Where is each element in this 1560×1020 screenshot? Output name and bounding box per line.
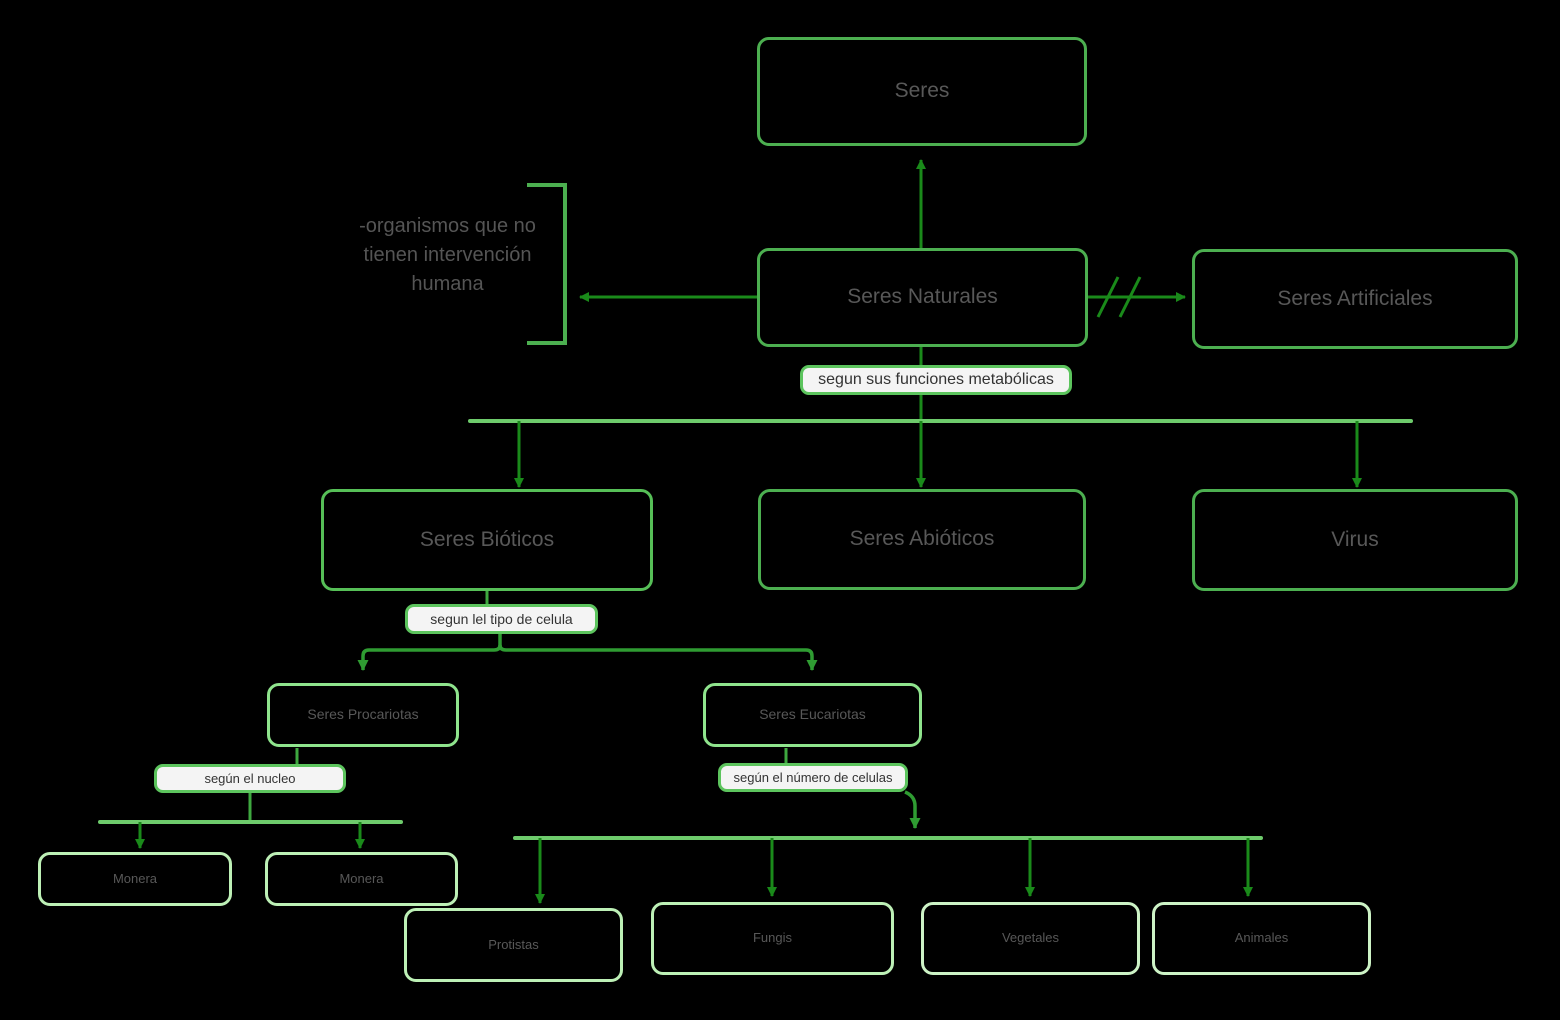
node-seres-naturales[interactable]: Seres Naturales	[757, 248, 1088, 347]
label-numero-de-celulas[interactable]: según el número de celulas	[718, 763, 908, 792]
node-animales[interactable]: Animales	[1152, 902, 1371, 975]
node-seres-bioticos-label: Seres Bióticos	[419, 527, 555, 551]
node-seres-label: Seres	[894, 79, 950, 103]
label-tipo-de-celula-text: segun lel tipo de celula	[430, 611, 573, 627]
bus-eucariotas	[513, 836, 1263, 904]
annotation-bracket	[527, 183, 567, 345]
label-tipo-de-celula[interactable]: segun lel tipo de celula	[405, 604, 598, 634]
node-seres-naturales-label: Seres Naturales	[847, 285, 998, 309]
branch-tipocelula	[357, 633, 818, 671]
node-seres-artificiales[interactable]: Seres Artificiales	[1192, 249, 1518, 349]
annotation-line-1: -organismos que no	[359, 215, 536, 237]
label-funciones-metabolicas[interactable]: segun sus funciones metabólicas	[800, 365, 1072, 395]
node-seres-procariotas-label: Seres Procariotas	[307, 706, 419, 723]
label-numero-de-celulas-text: según el número de celulas	[733, 770, 893, 785]
node-protistas[interactable]: Protistas	[404, 908, 623, 982]
link-naturales-to-artificiales	[1088, 276, 1186, 318]
node-seres-eucariotas-label: Seres Eucariotas	[759, 706, 866, 723]
node-seres-artificiales-label: Seres Artificiales	[1277, 286, 1433, 310]
annotation-text: -organismos que no tienen intervención h…	[340, 212, 555, 299]
node-seres-procariotas[interactable]: Seres Procariotas	[267, 683, 459, 747]
branch-numerocelulas	[904, 790, 921, 829]
node-fungis[interactable]: Fungis	[651, 902, 894, 975]
node-seres-abioticos-label: Seres Abióticos	[849, 527, 995, 551]
label-segun-el-nucleo[interactable]: según el nucleo	[154, 764, 346, 793]
node-vegetales[interactable]: Vegetales	[921, 902, 1140, 975]
node-seres[interactable]: Seres	[757, 37, 1087, 146]
node-seres-eucariotas[interactable]: Seres Eucariotas	[703, 683, 922, 747]
node-animales-label: Animales	[1234, 930, 1289, 946]
node-virus-label: Virus	[1331, 527, 1379, 551]
node-monera-1-label: Monera	[112, 870, 158, 886]
link-procariotas-to-nucleo	[248, 748, 299, 822]
bus-level2	[468, 419, 1413, 488]
label-segun-el-nucleo-text: según el nucleo	[204, 771, 296, 786]
annotation-line-2: tienen intervención	[363, 244, 532, 266]
annotation-line-3: humana	[411, 273, 484, 295]
node-seres-bioticos[interactable]: Seres Bióticos	[321, 489, 653, 591]
node-monera-2[interactable]: Monera	[265, 852, 458, 906]
node-virus[interactable]: Virus	[1192, 489, 1518, 591]
node-protistas-label: Protistas	[488, 936, 539, 952]
node-monera-2-label: Monera	[339, 870, 384, 886]
node-monera-1[interactable]: Monera	[38, 852, 232, 906]
bus-monera	[98, 820, 403, 849]
node-fungis-label: Fungis	[752, 930, 793, 946]
node-vegetales-label: Vegetales	[1001, 930, 1060, 946]
node-seres-abioticos[interactable]: Seres Abióticos	[758, 489, 1086, 590]
label-funciones-metabolicas-text: segun sus funciones metabólicas	[818, 371, 1054, 388]
